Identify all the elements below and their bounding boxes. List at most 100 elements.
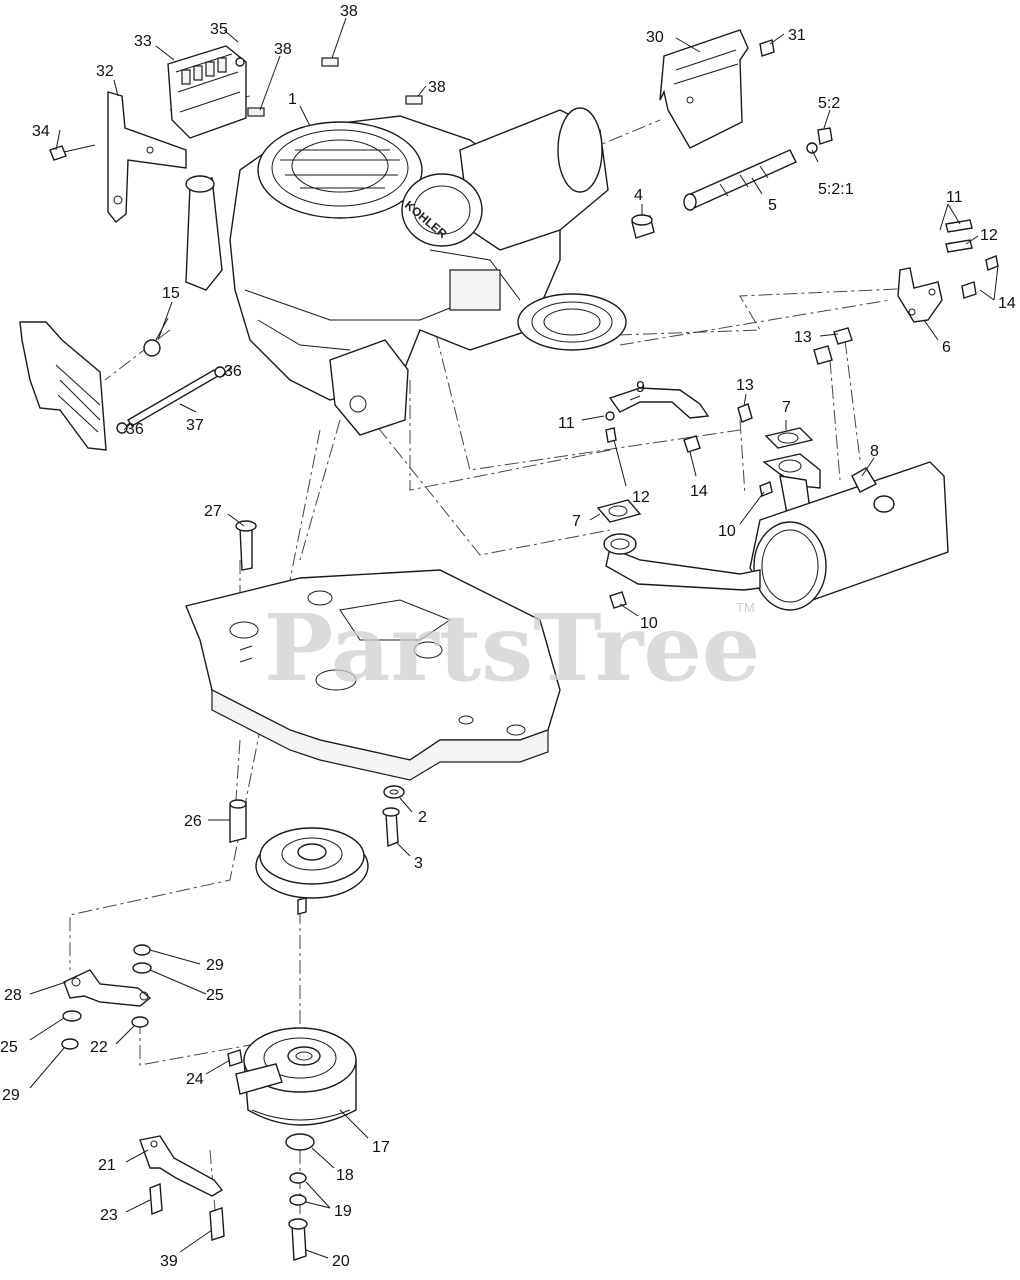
stud-11a <box>945 219 973 233</box>
callout-30: 30 <box>646 29 664 46</box>
callout-26: 26 <box>184 813 202 830</box>
callout-9: 9 <box>636 379 645 396</box>
callout-13b: 13 <box>736 377 754 394</box>
washer-5-2-1 <box>806 142 818 154</box>
fitting-4 <box>631 214 655 239</box>
nut-10b <box>609 591 627 609</box>
callout-32: 32 <box>96 63 114 80</box>
callout-35: 35 <box>210 21 228 38</box>
callout-18: 18 <box>336 1167 354 1184</box>
callout-21: 21 <box>98 1157 116 1174</box>
clip-13c <box>737 403 753 423</box>
bolt-14a <box>985 255 999 271</box>
bolt-27 <box>235 520 257 571</box>
callout-22: 22 <box>90 1039 108 1056</box>
callout-13a: 13 <box>794 329 812 346</box>
callout-5-2: 5:2 <box>818 95 840 112</box>
muffler-8 <box>603 453 949 611</box>
callout-36b: 36 <box>126 421 144 438</box>
callout-5: 5 <box>768 197 777 214</box>
washer-11b <box>605 411 615 421</box>
bolt-34 <box>49 144 96 161</box>
stud-12a <box>945 239 973 253</box>
callout-8: 8 <box>870 443 879 460</box>
callout-15: 15 <box>162 285 180 302</box>
bracket-32 <box>107 91 187 223</box>
rod-37 <box>116 366 226 434</box>
bracket-6 <box>897 267 943 323</box>
callout-4: 4 <box>634 187 643 204</box>
watermark-text: PartsTree <box>264 594 760 702</box>
callout-10a: 10 <box>718 523 736 540</box>
washer-19a <box>289 1172 307 1184</box>
bolt-20 <box>288 1218 308 1261</box>
callout-36a: 36 <box>224 363 242 380</box>
nut-29a <box>133 944 151 956</box>
stud-12b <box>605 427 617 443</box>
callout-28: 28 <box>4 987 22 1004</box>
callout-14a: 14 <box>998 295 1016 312</box>
callout-38a: 38 <box>340 3 358 20</box>
engine-1: KOHLER <box>185 107 627 436</box>
callout-12b: 12 <box>632 489 650 506</box>
shield-30 <box>659 29 749 149</box>
nut-29b <box>61 1038 79 1050</box>
callout-14b: 14 <box>690 483 708 500</box>
callout-6: 6 <box>942 339 951 356</box>
callout-10b: 10 <box>640 615 658 632</box>
callout-19: 19 <box>334 1203 352 1220</box>
callout-20: 20 <box>332 1253 350 1270</box>
callout-24: 24 <box>186 1071 204 1088</box>
callout-38b: 38 <box>274 41 292 58</box>
regulator-33 <box>167 45 247 139</box>
callout-7b: 7 <box>572 513 581 530</box>
nut-5-2 <box>817 127 833 145</box>
clip-15 <box>143 317 169 357</box>
callout-27: 27 <box>204 503 222 520</box>
callout-38c: 38 <box>428 79 446 96</box>
callout-2: 2 <box>418 809 427 826</box>
callout-23: 23 <box>100 1207 118 1224</box>
callout-11b: 11 <box>558 415 575 432</box>
washer-19b <box>289 1194 307 1206</box>
callout-3: 3 <box>414 855 423 872</box>
callout-33: 33 <box>134 33 152 50</box>
clutch-17 <box>235 1027 357 1126</box>
arm-28 <box>63 969 152 1007</box>
clamp-9 <box>608 387 710 419</box>
callout-5-2-1: 5:2:1 <box>818 181 854 198</box>
washer-25a <box>132 962 152 974</box>
decal-38a <box>321 57 339 67</box>
callout-1: 1 <box>288 91 297 108</box>
bolt-14c <box>683 435 701 453</box>
bolt-3 <box>382 807 400 848</box>
gasket-7a <box>764 427 814 449</box>
bolt-39 <box>209 1207 225 1241</box>
arm-21 <box>139 1135 224 1197</box>
callout-29a: 29 <box>206 957 224 974</box>
pipe-5 <box>683 149 797 211</box>
callout-29b: 29 <box>2 1087 20 1104</box>
callout-17: 17 <box>372 1139 390 1156</box>
bolt-23 <box>149 1182 163 1216</box>
heat-shield <box>19 321 107 451</box>
callout-25a: 25 <box>206 987 224 1004</box>
spacer-22 <box>131 1016 149 1028</box>
pulley <box>255 827 369 915</box>
spacer-26 <box>229 799 247 843</box>
callout-12a: 12 <box>980 227 998 244</box>
bolt-14b <box>961 281 977 299</box>
engine-deck-plate <box>185 569 561 781</box>
washer-25b <box>62 1010 82 1022</box>
callout-31: 31 <box>788 27 806 44</box>
callout-labels: 1 2 3 4 5 5:2 5:2:1 6 7 7 8 9 10 10 11 1… <box>0 3 1016 1270</box>
gasket-7b <box>596 499 642 523</box>
nut-13b <box>813 345 833 365</box>
callout-25b: 25 <box>0 1039 18 1056</box>
washer-18 <box>285 1133 315 1151</box>
nut-13a <box>833 327 853 345</box>
decal-38b <box>247 107 265 117</box>
callout-34: 34 <box>32 123 50 140</box>
decal-38c <box>405 95 423 105</box>
